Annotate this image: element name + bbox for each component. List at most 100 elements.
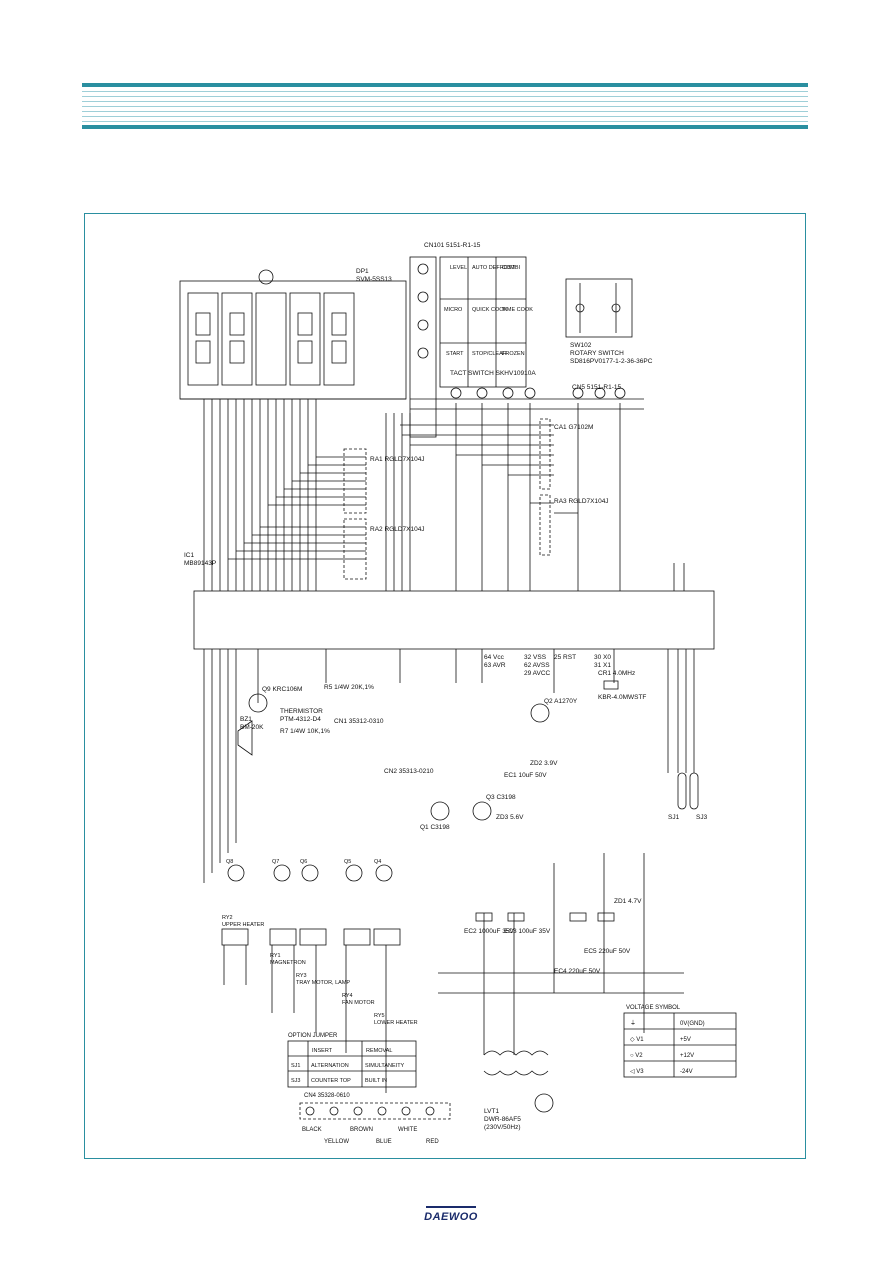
connector-cn101 xyxy=(409,256,437,438)
transformer-lvt1-secondary xyxy=(483,1070,549,1076)
relay-bank xyxy=(221,928,401,1093)
wire-blue: BLUE xyxy=(376,1139,392,1145)
header-line xyxy=(82,91,808,92)
schematic-frame xyxy=(84,213,806,1159)
ic1-bottom-pins xyxy=(203,649,695,883)
cn5-label: CN5 5151-R1-15 xyxy=(572,384,622,391)
ic-part-label: MB89143P xyxy=(184,560,216,567)
header-line xyxy=(82,111,808,112)
q1-label: Q1 C3198 xyxy=(420,824,450,831)
cn101-pins xyxy=(417,263,429,359)
rotary-label: ROTARY SWITCH xyxy=(570,350,624,357)
wire-black: BLACK xyxy=(302,1127,322,1133)
jumper-sj1 xyxy=(677,772,687,810)
key-matrix xyxy=(439,256,527,388)
display-indicator-circle xyxy=(258,269,274,285)
relay-ry5-func: LOWER HEATER xyxy=(374,1020,418,1026)
q8-label: Q8 xyxy=(226,859,233,865)
driver-transistor-circles xyxy=(227,864,393,882)
cn101-label: CN101 5151-R1-15 xyxy=(424,242,481,249)
relay-ry2-func: UPPER HEATER xyxy=(222,922,264,928)
transformer-part-label: DWR-86AF5 xyxy=(484,1116,521,1123)
relay-ry3-func: TRAY MOTOR, LAMP xyxy=(296,980,350,986)
option-jumper-row-ref: SJ3 xyxy=(291,1078,300,1084)
ra-bus-lines xyxy=(228,456,366,560)
zd2-label: ZD2 3.9V xyxy=(530,760,558,767)
display-dp1-body xyxy=(179,280,407,400)
transformer-ref-label: LVT1 xyxy=(484,1108,499,1115)
r7-label: R7 1/4W 10K,1% xyxy=(280,728,330,735)
display-ref-label: DP1 xyxy=(356,268,369,275)
header-band xyxy=(82,83,808,129)
q9-label: Q9 KRC106M xyxy=(262,686,302,693)
key-level: LEVEL xyxy=(450,265,467,271)
key-start: START xyxy=(446,351,464,357)
pin-avcc: 29 AVCC xyxy=(524,670,551,677)
relay-ry2-label: RY2 xyxy=(222,915,233,921)
pin-vcc: 64 Vcc xyxy=(484,654,505,661)
voltage-symbol-v1: ◇ V1 xyxy=(630,1037,644,1043)
voltage-symbol-v2: ○ V2 xyxy=(630,1053,643,1059)
key-title-label: TACT SWITCH SKHV10910A xyxy=(450,370,536,377)
option-jumper-row-insert: ALTERNATION xyxy=(311,1063,349,1069)
resistor-array-ra3 xyxy=(539,494,551,556)
seven-segment-digits xyxy=(187,292,355,386)
rotary-switch-sw102 xyxy=(565,278,633,338)
option-jumper-row-ref: SJ1 xyxy=(291,1063,300,1069)
capacitor-array-ca1 xyxy=(539,418,551,490)
transistor-q1 xyxy=(430,801,450,821)
thermistor-part-label: PTM-4312-D4 xyxy=(280,716,321,723)
pin-x1: 31 X1 xyxy=(594,662,611,669)
header-line xyxy=(82,116,808,117)
voltage-symbol-title: VOLTAGE SYMBOL xyxy=(626,1005,681,1011)
voltage-value-v3: -24V xyxy=(680,1069,693,1075)
header-line xyxy=(82,101,808,102)
buzzer-bz1 xyxy=(237,720,253,756)
q3-label: Q3 C3198 xyxy=(486,794,516,801)
logo-text: DAEWOO xyxy=(424,1211,478,1223)
relay-ry4-label: RY4 xyxy=(342,993,353,999)
ic1-body xyxy=(193,590,715,650)
sj1-label: SJ1 xyxy=(668,814,680,821)
option-jumper-row-insert: COUNTER TOP xyxy=(311,1078,351,1084)
key-time-cook: TIME COOK xyxy=(502,307,533,313)
relay-ry5-label: RY5 xyxy=(374,1013,385,1019)
key-micro: MICRO xyxy=(444,307,463,313)
transformer-spec-label: (230V/50Hz) xyxy=(484,1124,521,1131)
buzzer-part-label: BM-20K xyxy=(240,724,264,731)
pin-avss: 62 AVSS xyxy=(524,662,550,669)
ec2-label: EC2 1000uF 35V xyxy=(464,928,515,935)
key-frozen: FROZEN xyxy=(502,351,525,357)
transistor-q3 xyxy=(472,801,492,821)
display-part-label: SVM-5SS13 xyxy=(356,276,392,283)
wire-yellow: YELLOW xyxy=(324,1139,349,1145)
key-stop-clear: STOP/CLEAR xyxy=(472,351,507,357)
pin-rst: 25 RST xyxy=(554,654,576,661)
key-bus-lines xyxy=(400,424,578,514)
ra3-label: RA3 RGLD7X104J xyxy=(554,498,609,505)
pin-vss: 32 VSS xyxy=(524,654,547,661)
connector-cn4 xyxy=(299,1102,451,1120)
electrolytic-capacitors xyxy=(475,912,615,922)
key-quick-cook: QUICK COOK xyxy=(472,307,507,313)
q2-label: Q2 A1270Y xyxy=(544,698,578,705)
q4-label: Q4 xyxy=(374,859,381,865)
option-jumper-header-removal: REMOVAL xyxy=(366,1048,393,1054)
transistor-q2 xyxy=(530,703,550,723)
ec4-label: EC4 220uF 50V xyxy=(554,968,601,975)
ec1-label: EC1 10uF 50V xyxy=(504,772,547,779)
option-jumper-row-removal: BUILT IN xyxy=(365,1078,387,1084)
r5-label: R5 1/4W 20K,1% xyxy=(324,684,374,691)
pin-x0: 30 X0 xyxy=(594,654,611,661)
rotary-ref-label: SW102 xyxy=(570,342,592,349)
q7-label: Q7 xyxy=(272,859,279,865)
ra1-label: RA1 RGLD7X104J xyxy=(370,456,425,463)
cr1-part-label: KBR-4.0MWSTF xyxy=(598,694,646,701)
wire-white: WHITE xyxy=(398,1127,417,1133)
transistor-q9 xyxy=(248,693,268,713)
header-line xyxy=(82,96,808,97)
key-pin-circles xyxy=(450,387,626,399)
option-jumper-row-removal: SIMULTANEITY xyxy=(365,1063,405,1069)
header-bottom-rule xyxy=(82,125,808,129)
cr1-label: CR1 4.0MHz xyxy=(598,670,635,677)
